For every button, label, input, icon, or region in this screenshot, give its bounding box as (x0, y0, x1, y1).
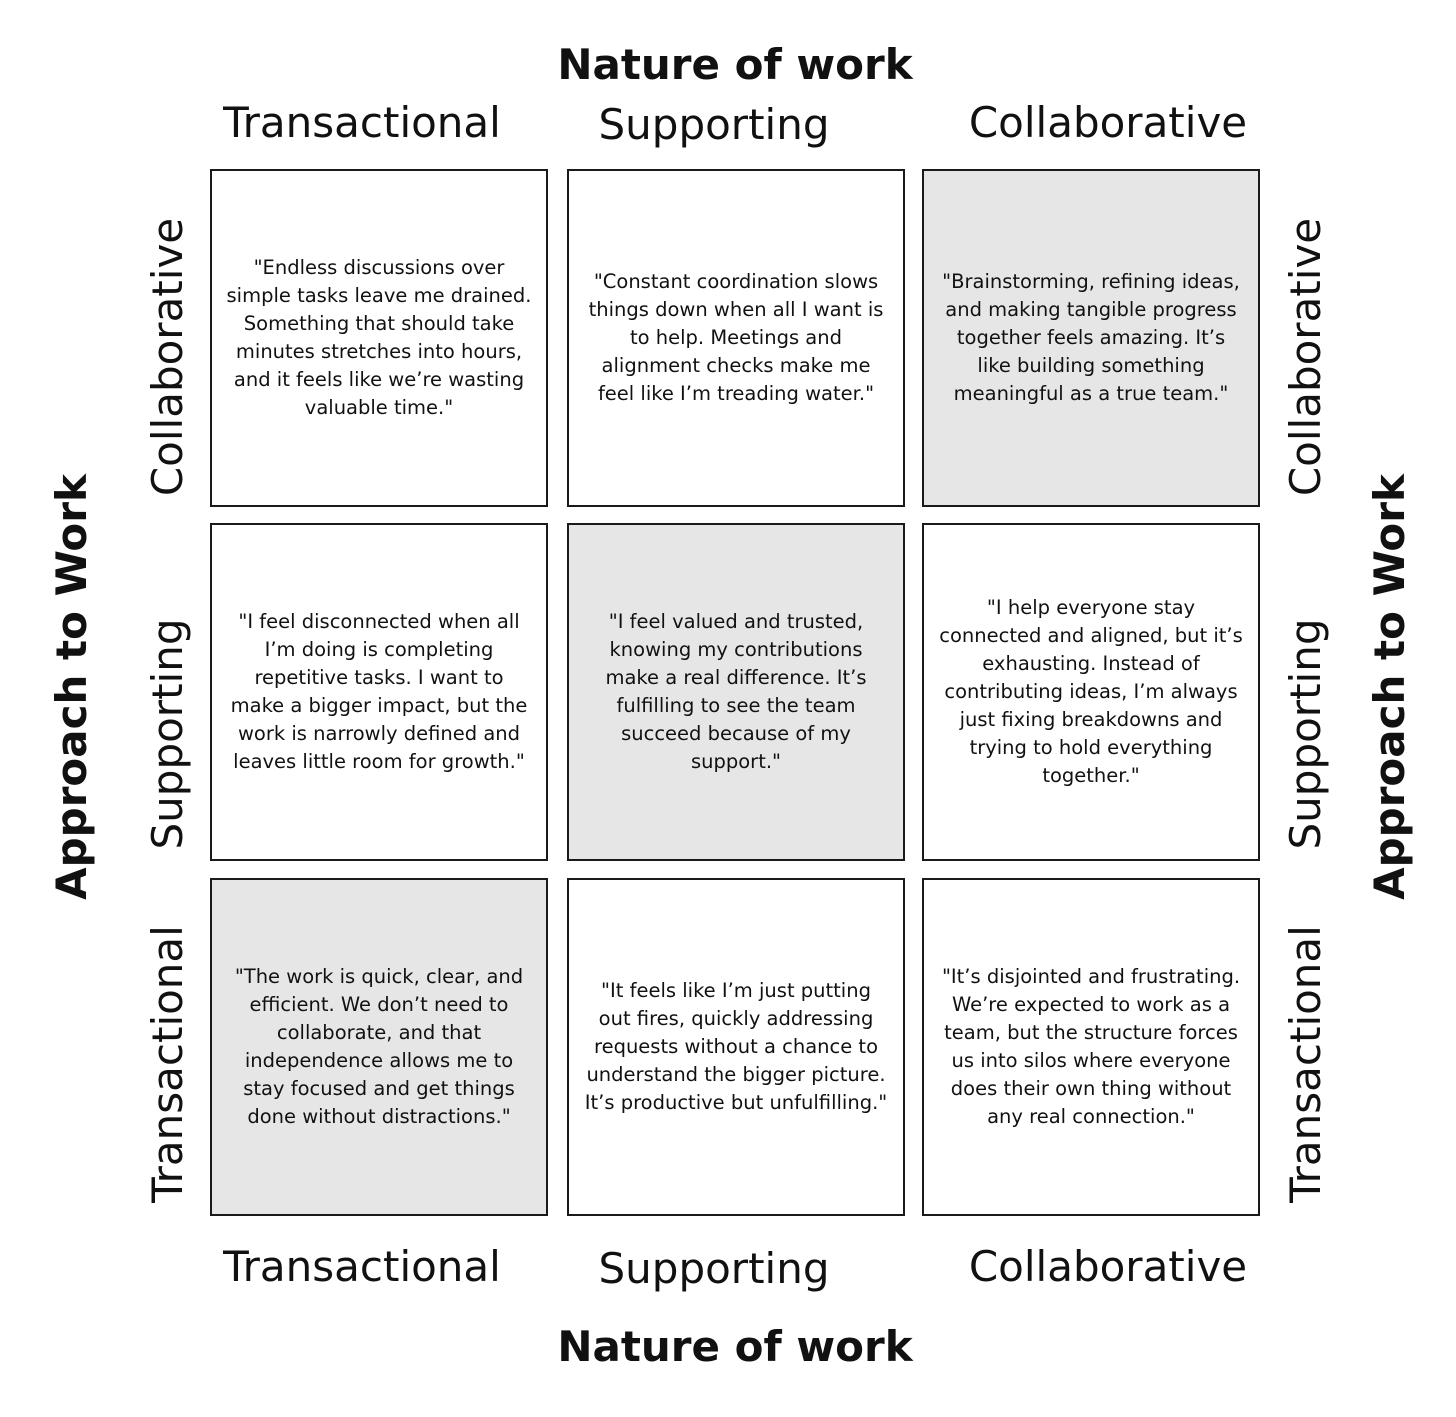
grid-cell-quote: "Endless discussions over simple tasks l… (226, 256, 532, 419)
grid-cell-quote: "I feel disconnected when all I’m doing … (230, 610, 528, 773)
grid-cell-r1-c0: "I feel disconnected when all I’m doing … (210, 523, 548, 861)
grid-cell-quote: "I feel valued and trusted, knowing my c… (605, 610, 867, 773)
left-axis-title: Approach to Work (47, 474, 96, 900)
top-axis-title: Nature of work (557, 40, 913, 89)
grid-cell-quote: "Brainstorming, refining ideas, and maki… (942, 270, 1240, 405)
top-col-label-transactional: Transactional (223, 98, 501, 147)
left-row-label-collaborative: Collaborative (143, 217, 192, 497)
left-row-label-transactional: Transactional (143, 925, 192, 1203)
grid-cell-r0-c1: "Constant coordination slows things down… (567, 169, 905, 507)
grid-cell-r2-c2: "It’s disjointed and frustrating. We’re … (922, 878, 1260, 1216)
grid-cell-quote: "I help everyone stay connected and alig… (939, 596, 1243, 787)
grid-cell-quote: "It’s disjointed and frustrating. We’re … (941, 965, 1241, 1128)
right-row-label-supporting: Supporting (1281, 618, 1330, 850)
bottom-col-label-supporting: Supporting (598, 1244, 830, 1293)
right-row-label-collaborative: Collaborative (1281, 217, 1330, 497)
grid-cell-r1-c1: "I feel valued and trusted, knowing my c… (567, 523, 905, 861)
top-col-label-collaborative: Collaborative (968, 98, 1248, 147)
grid-cell-r2-c0: "The work is quick, clear, and efficient… (210, 878, 548, 1216)
bottom-col-label-transactional: Transactional (223, 1242, 501, 1291)
right-axis-title: Approach to Work (1365, 474, 1414, 900)
grid-cell-r0-c2: "Brainstorming, refining ideas, and maki… (922, 169, 1260, 507)
grid-cell-quote: "It feels like I’m just putting out fire… (584, 979, 888, 1114)
bottom-axis-title: Nature of work (557, 1322, 913, 1371)
grid-cell-r2-c1: "It feels like I’m just putting out fire… (567, 878, 905, 1216)
top-col-label-supporting: Supporting (598, 100, 830, 149)
grid-cell-quote: "The work is quick, clear, and efficient… (234, 965, 524, 1128)
grid-cell-r1-c2: "I help everyone stay connected and alig… (922, 523, 1260, 861)
bottom-col-label-collaborative: Collaborative (968, 1242, 1248, 1291)
grid-cell-r0-c0: "Endless discussions over simple tasks l… (210, 169, 548, 507)
grid-cell-quote: "Constant coordination slows things down… (588, 270, 884, 405)
left-row-label-supporting: Supporting (143, 618, 192, 850)
right-row-label-transactional: Transactional (1281, 925, 1330, 1203)
